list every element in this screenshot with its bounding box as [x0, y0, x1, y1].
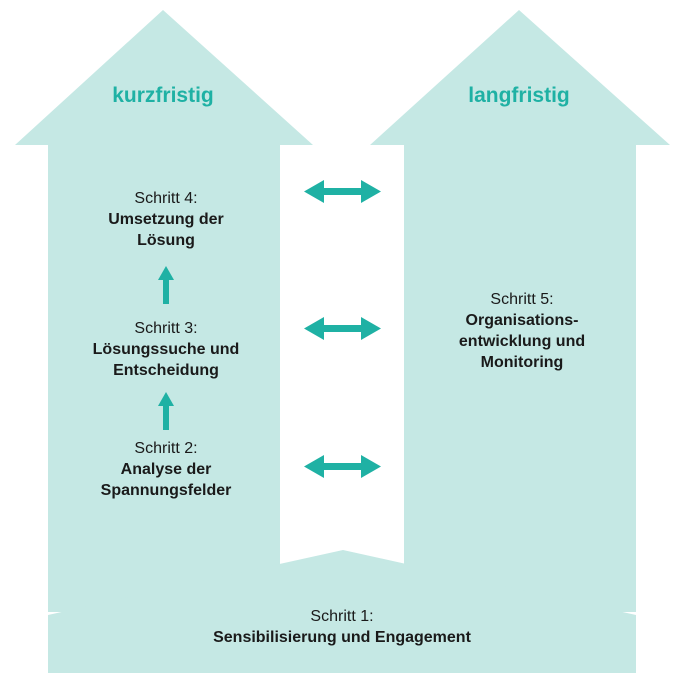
- step2-label: Schritt 2: Analyse der Spannungsfelder: [48, 438, 284, 501]
- step3-title: Lösungssuche und Entscheidung: [92, 341, 240, 379]
- heading-langfristig: langfristig: [468, 84, 570, 107]
- arrow-up-icon: [158, 266, 174, 304]
- step5-label: Schritt 5: Organisations-entwicklung und…: [404, 289, 640, 373]
- step2-number: Schritt 2:: [134, 440, 198, 457]
- step5-number: Schritt 5:: [490, 291, 554, 308]
- step2-title: Analyse der Spannungsfelder: [100, 461, 232, 499]
- heading-kurzfristig: kurzfristig: [112, 84, 214, 107]
- step4-title: Umsetzung der Lösung: [108, 211, 224, 249]
- right-arrow-shape: [370, 10, 670, 612]
- arrow-up-icon: [158, 392, 174, 430]
- step3-label: Schritt 3: Lösungssuche und Entscheidung: [48, 318, 284, 381]
- double-arrow-icon: [304, 180, 381, 203]
- base-shape: [48, 550, 636, 673]
- step1-title: Sensibilisierung und Engagement: [213, 629, 471, 646]
- step1-number: Schritt 1:: [310, 608, 374, 625]
- step3-number: Schritt 3:: [134, 320, 198, 337]
- double-arrow-icon: [304, 317, 381, 340]
- left-arrow-shape: [15, 10, 313, 612]
- step5-title: Organisations-entwicklung und Monitoring: [458, 312, 586, 371]
- double-arrow-icon: [304, 455, 381, 478]
- step4-number: Schritt 4:: [134, 190, 198, 207]
- step4-label: Schritt 4: Umsetzung der Lösung: [48, 188, 284, 251]
- step1-label: Schritt 1: Sensibilisierung und Engageme…: [48, 606, 636, 648]
